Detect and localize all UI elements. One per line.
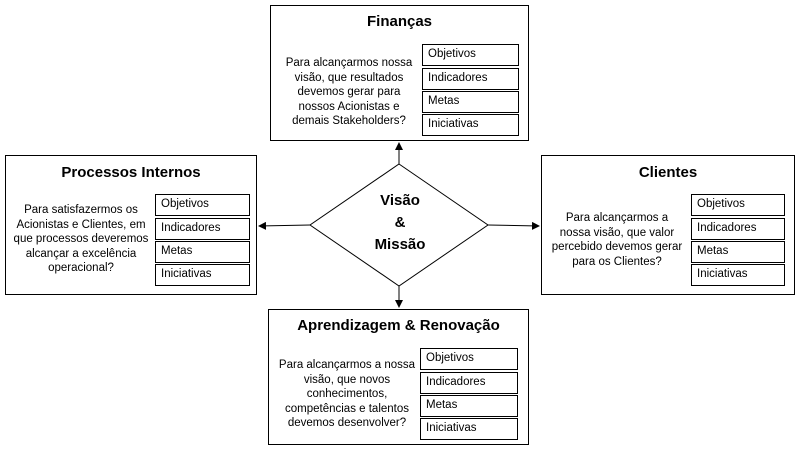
item-iniciativas: Iniciativas xyxy=(691,264,785,286)
item-metas: Metas xyxy=(155,241,250,263)
item-list: Objetivos Indicadores Metas Iniciativas xyxy=(422,44,519,136)
panel-title: Finanças xyxy=(366,13,433,30)
arrow-to-processos xyxy=(258,221,311,230)
item-metas: Metas xyxy=(691,241,785,263)
panel-question: Para alcançarmos a nossa visão, que novo… xyxy=(278,359,416,429)
item-objetivos: Objetivos xyxy=(155,194,250,216)
item-objetivos: Objetivos xyxy=(420,348,518,370)
item-indicadores: Indicadores xyxy=(691,218,785,240)
item-list: Objetivos Indicadores Metas Iniciativas xyxy=(155,194,250,286)
item-iniciativas: Iniciativas xyxy=(422,114,519,136)
item-iniciativas: Iniciativas xyxy=(420,418,518,440)
arrow-to-clientes xyxy=(487,221,540,230)
item-iniciativas: Iniciativas xyxy=(155,264,250,286)
panel-question: Para satisfazermos os Acionistas e Clien… xyxy=(13,204,149,274)
item-indicadores: Indicadores xyxy=(155,218,250,240)
panel-clientes: Clientes Para alcançarmos a nossa visão,… xyxy=(541,155,795,295)
panel-title: Clientes xyxy=(638,164,698,181)
panel-aprendizagem-renovacao: Aprendizagem & Renovação Para alcançarmo… xyxy=(268,309,529,445)
center-line-3: Missão xyxy=(374,236,426,253)
item-objetivos: Objetivos xyxy=(691,194,785,216)
panel-question: Para alcançarmos a nossa visão, que valo… xyxy=(551,212,683,268)
item-indicadores: Indicadores xyxy=(420,372,518,394)
item-list: Objetivos Indicadores Metas Iniciativas xyxy=(420,348,518,440)
item-list: Objetivos Indicadores Metas Iniciativas xyxy=(691,194,785,286)
item-indicadores: Indicadores xyxy=(422,68,519,90)
center-line-1: Visão xyxy=(380,192,420,209)
item-metas: Metas xyxy=(420,395,518,417)
panel-title: Aprendizagem & Renovação xyxy=(297,317,500,334)
center-line-2: & xyxy=(394,214,406,231)
panel-question: Para alcançarmos nossa visão, que result… xyxy=(285,57,413,127)
panel-title: Processos Internos xyxy=(61,164,201,181)
vision-mission-label: Visão & Missão xyxy=(340,190,460,256)
panel-financas: Finanças Para alcançarmos nossa visão, q… xyxy=(270,5,529,141)
item-objetivos: Objetivos xyxy=(422,44,519,66)
item-metas: Metas xyxy=(422,91,519,113)
panel-processos-internos: Processos Internos Para satisfazermos os… xyxy=(5,155,257,295)
